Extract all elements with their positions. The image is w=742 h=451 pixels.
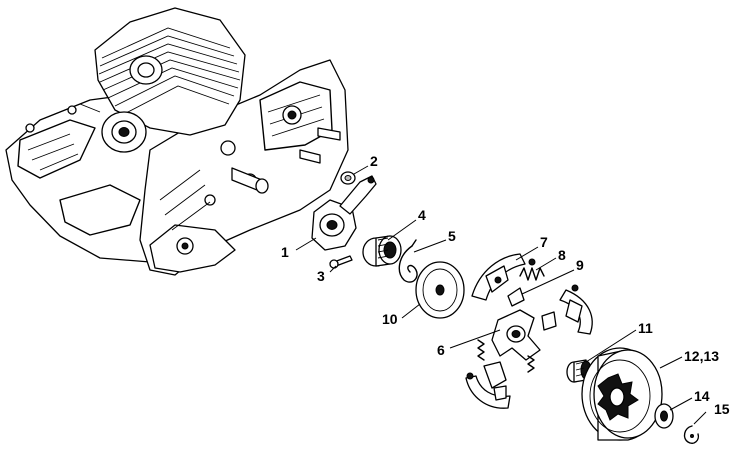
- callout-12-13: 12,13: [684, 348, 719, 364]
- callout-2: 2: [370, 153, 378, 169]
- callout-9: 9: [576, 257, 584, 273]
- callout-14: 14: [694, 388, 710, 404]
- callout-3: 3: [317, 268, 325, 284]
- callout-11: 11: [638, 320, 653, 336]
- callout-7: 7: [540, 234, 548, 250]
- part-7-clutch-shoe-top: [471, 253, 526, 301]
- callout-10: 10: [382, 311, 398, 327]
- callout-4: 4: [418, 207, 426, 223]
- callout-8: 8: [558, 247, 566, 263]
- callout-leaders: [295, 165, 707, 425]
- part-6-clutch-carrier: [491, 309, 541, 361]
- part-15-e-clip: [683, 425, 700, 444]
- clutch-shoe-right: [541, 284, 593, 335]
- part-5-spring-clip: [398, 239, 418, 283]
- callout-1: 1: [281, 244, 289, 260]
- callout-labels: 1 2 3 4 5 6 7 8 9 10 11 12,13 14 15: [281, 153, 730, 417]
- part-1-oil-pump: [311, 175, 377, 251]
- part-4-needle-bearing: [362, 235, 402, 267]
- part-12-13-clutch-drum: [581, 347, 663, 441]
- callout-6: 6: [437, 342, 445, 358]
- callout-15: 15: [714, 401, 730, 417]
- part-3-screw: [329, 255, 353, 269]
- part-9-clip: [507, 287, 525, 307]
- part-2-sleeve: [340, 171, 356, 185]
- part-14-washer: [654, 403, 674, 429]
- clutch-springs-small: [477, 339, 535, 373]
- callout-5: 5: [448, 228, 456, 244]
- clutch-shoe-bottom: [465, 361, 511, 409]
- engine-crankcase-assembly: [5, 7, 349, 276]
- part-10-washer: [415, 261, 465, 319]
